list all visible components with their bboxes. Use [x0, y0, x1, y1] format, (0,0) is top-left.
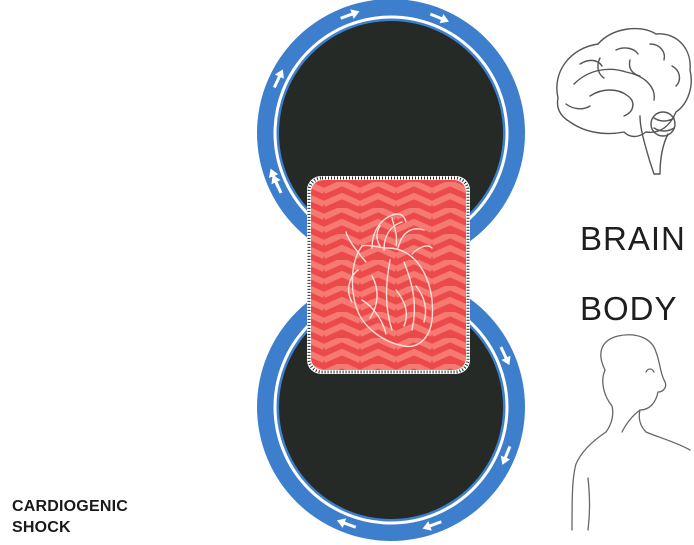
caption-line-2: SHOCK: [12, 517, 128, 538]
heart-panel: [307, 176, 470, 374]
brain-icon: [557, 29, 691, 174]
child-silhouette-icon: [572, 335, 690, 530]
diagram-caption: CARDIOGENIC SHOCK: [12, 496, 128, 538]
body-label: BODY: [580, 290, 678, 328]
caption-line-1: CARDIOGENIC: [12, 496, 128, 517]
brain-label: BRAIN: [580, 220, 686, 258]
